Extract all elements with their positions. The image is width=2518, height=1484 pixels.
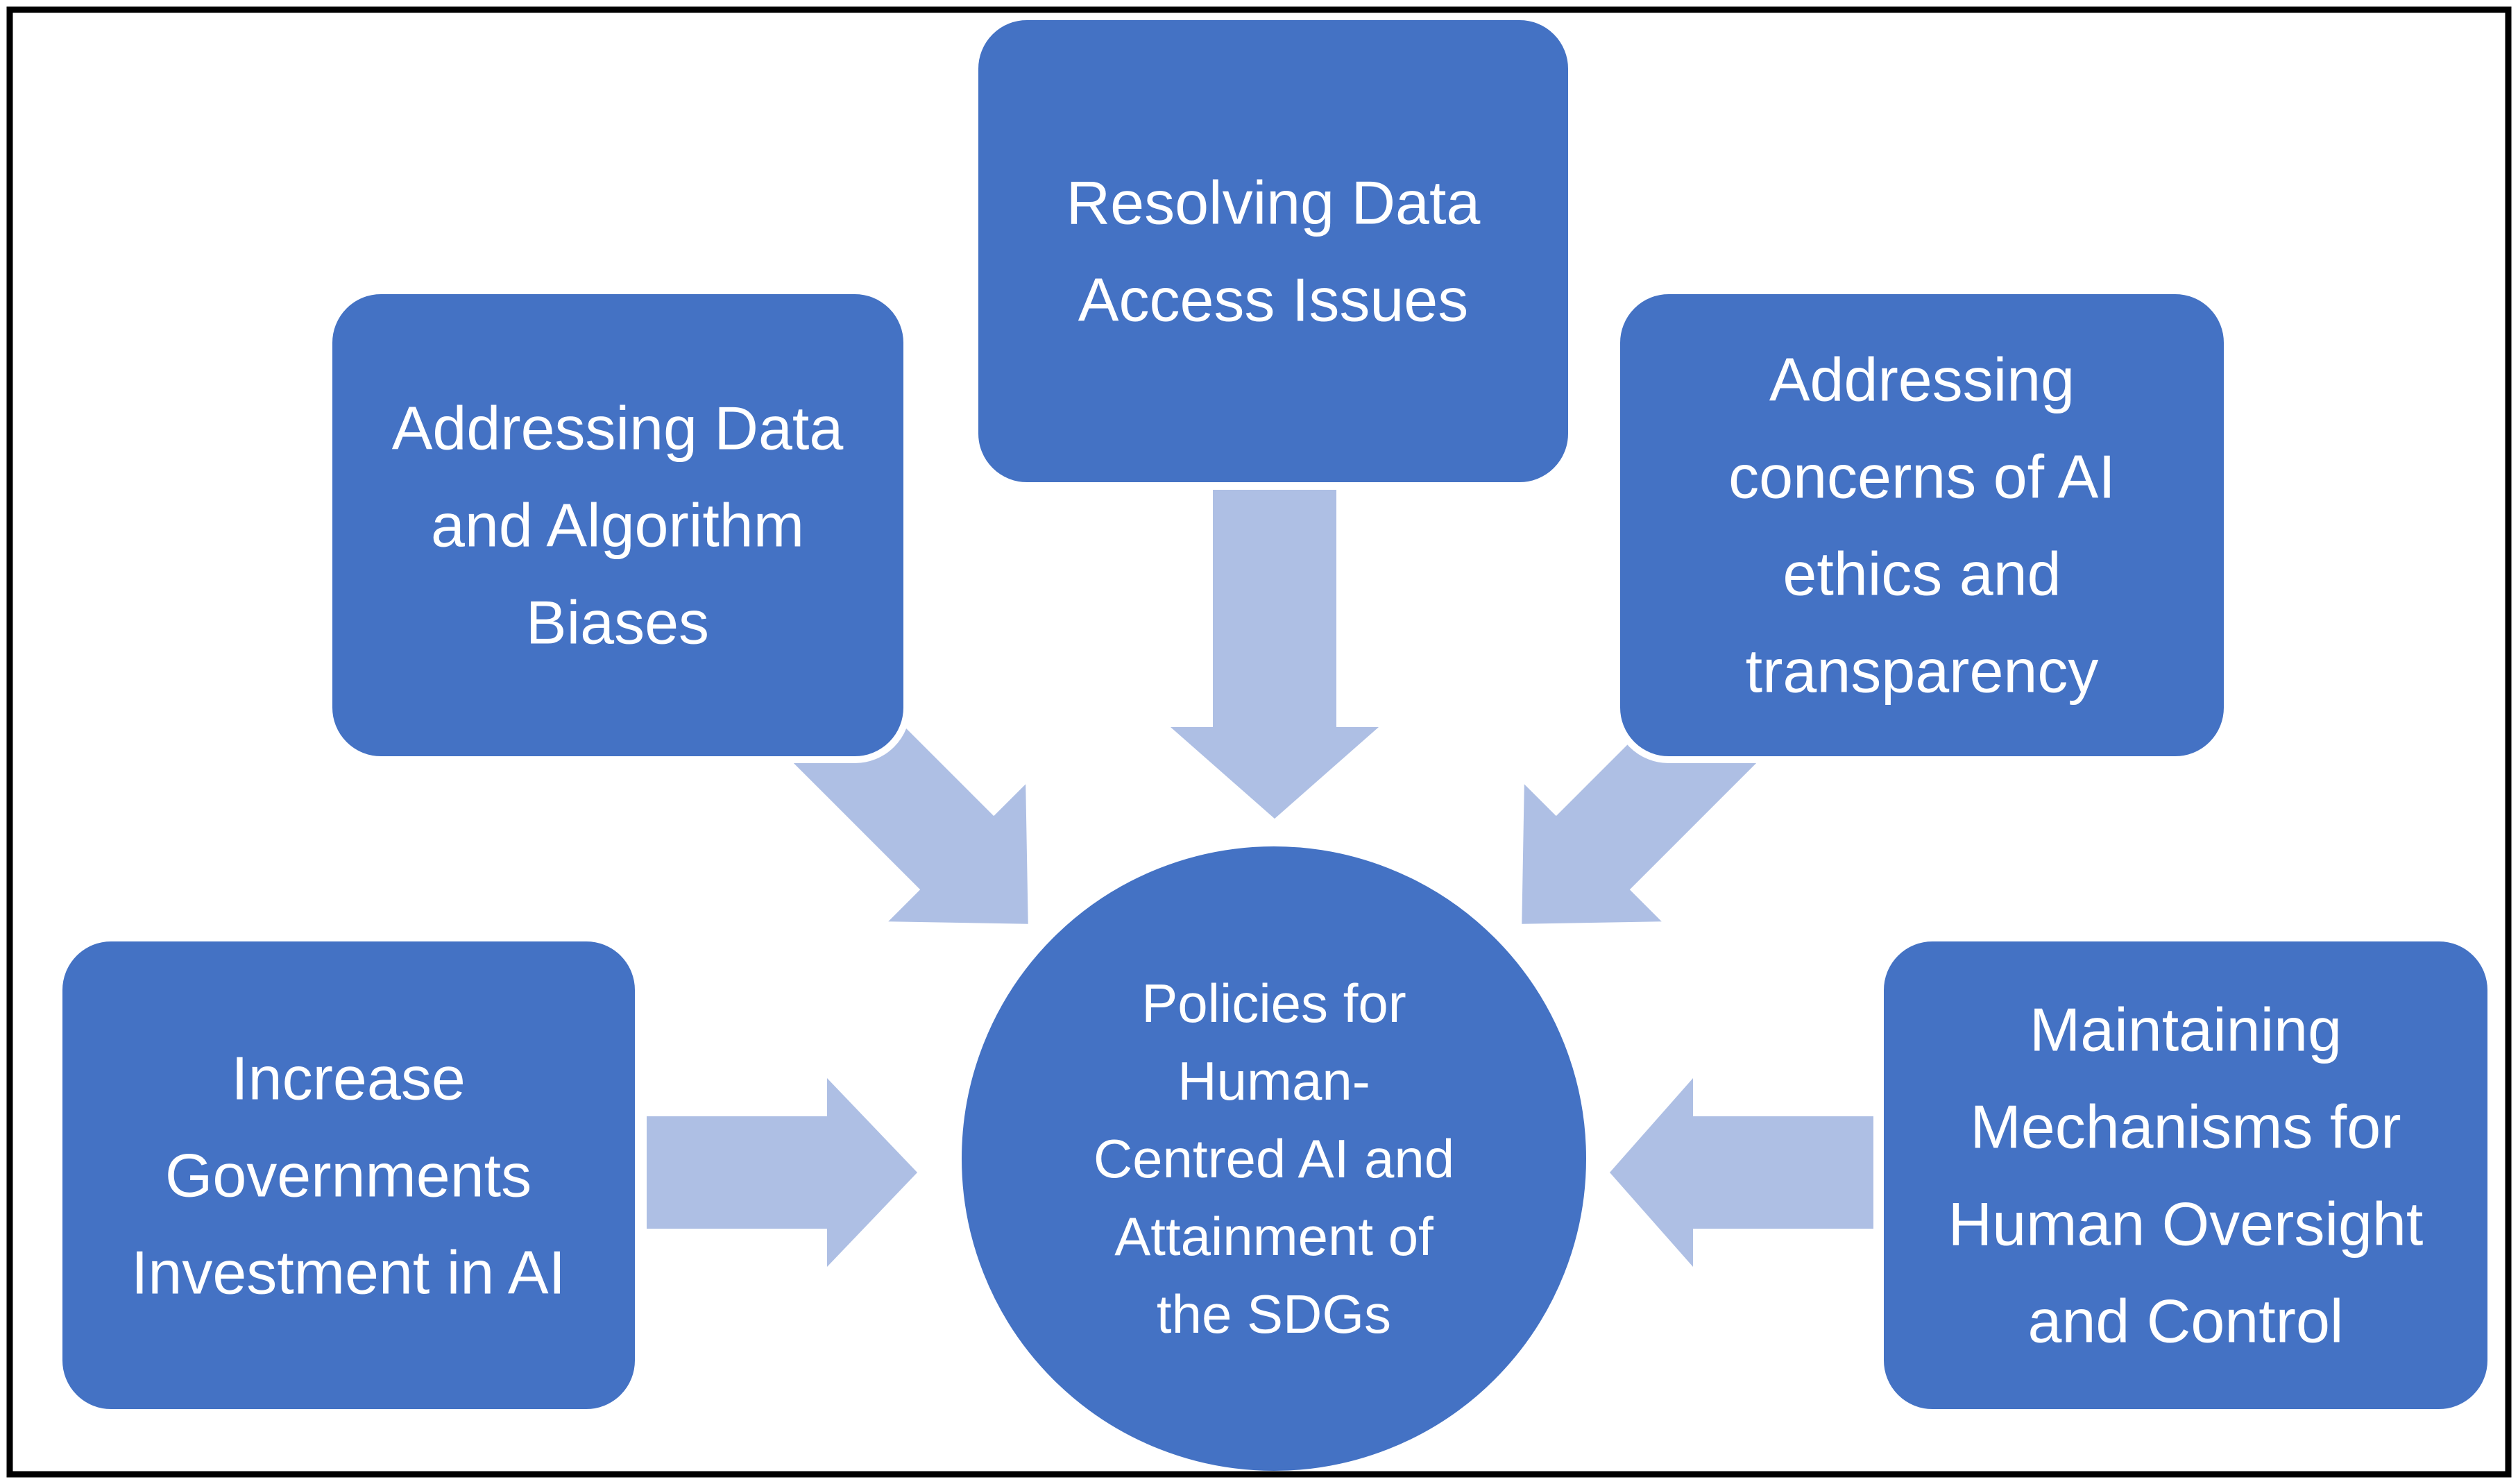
node-right <box>1877 935 2494 1416</box>
node-top-right-text-line: ethics and <box>1783 540 2061 608</box>
outer-border <box>6 6 2512 1478</box>
arrow-top-center-to-center <box>1171 490 1379 819</box>
node-left <box>56 935 642 1416</box>
arrow-right-to-center <box>1610 1078 1873 1267</box>
node-right-text-line: Human Oversight <box>1948 1190 2424 1259</box>
center-circle-text-line: Attainment of <box>1114 1206 1434 1267</box>
node-left-text-line: Investment in AI <box>131 1238 565 1307</box>
node-left-text-line: Increase <box>231 1044 466 1113</box>
center-circle-text-line: the SDGs <box>1157 1283 1391 1345</box>
node-top-left-text-line: Addressing Data <box>392 394 844 463</box>
center-circle-text-line: Human- <box>1177 1050 1370 1111</box>
center-circle-text-line: Centred AI and <box>1094 1128 1454 1189</box>
node-left-text-line: Governments <box>165 1141 531 1210</box>
node-right-text-line: Mechanisms for <box>1970 1093 2401 1161</box>
node-right-text-line: Maintaining <box>2030 996 2342 1064</box>
node-top-left <box>325 287 910 763</box>
node-top-center-text-line: Access Issues <box>1078 266 1468 334</box>
node-top-left-text-line: and Algorithm <box>431 491 804 560</box>
node-right-text-line: and Control <box>2028 1287 2344 1356</box>
node-top-right-text-line: transparency <box>1746 637 2099 706</box>
node-top-right-text-line: concerns of AI <box>1728 443 2116 511</box>
node-top-right-text-line: Addressing <box>1769 346 2075 414</box>
node-top-left-text-line: Biases <box>526 588 709 657</box>
node-top-center <box>971 13 1575 489</box>
arrow-left-to-center <box>647 1078 917 1267</box>
node-top-center-text-line: Resolving Data <box>1066 169 1481 237</box>
center-circle-text-line: Policies for <box>1141 973 1406 1034</box>
node-top-right <box>1613 287 2231 763</box>
